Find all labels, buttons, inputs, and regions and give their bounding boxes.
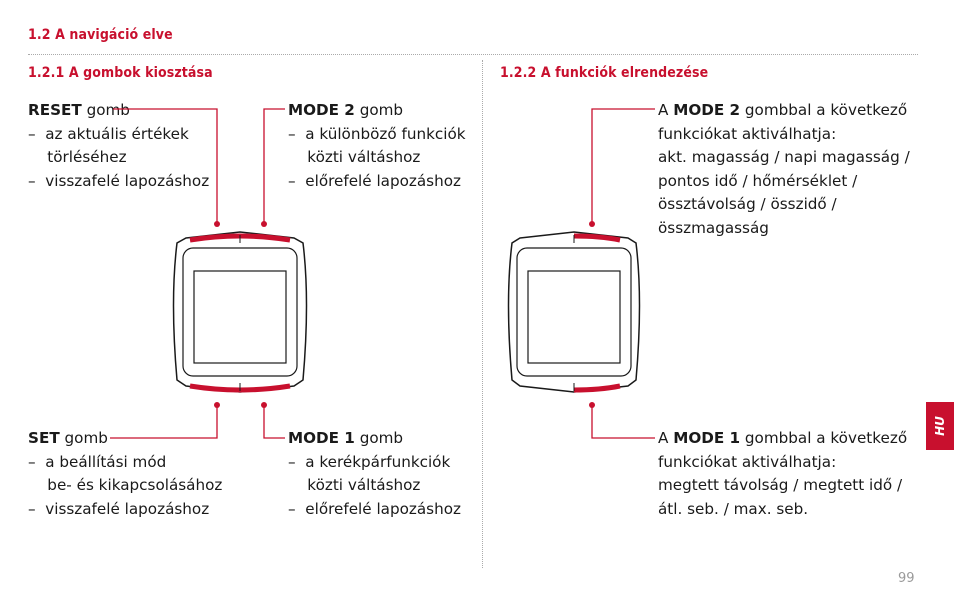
mode2-item: – a különböző funkciók <box>288 124 466 143</box>
right-top-button <box>573 233 621 243</box>
set-suffix: gomb <box>59 429 108 447</box>
right-mode2-line: funkciókat aktiválhatja: <box>658 124 837 143</box>
mode2-item: közti váltáshoz <box>288 148 421 166</box>
right-display <box>527 270 621 364</box>
mode1-block: MODE 1 gomb – a kerékpárfunkciók közti v… <box>288 427 461 521</box>
right-mode1-block: A MODE 1 gombbal a következő funkciókat … <box>658 427 907 521</box>
mode1-item: közti váltáshoz <box>288 476 421 494</box>
left-callout-lines <box>110 108 655 439</box>
right-mode2-line: akt. magasság / napi magasság / <box>658 148 910 166</box>
reset-label: RESET <box>28 101 82 119</box>
right-mode2-line: össztávolság / összidő / <box>658 195 837 213</box>
mode1-item: – előrefelé lapozáshoz <box>288 499 461 518</box>
right-mode1-label: MODE 1 <box>673 429 741 447</box>
page-number: 99 <box>898 571 915 586</box>
reset-item: törléséhez <box>28 148 127 166</box>
set-item: – visszafelé lapozáshoz <box>28 499 210 518</box>
right-mode1-suffix: gombbal a következő <box>740 429 908 447</box>
right-mode2-label: MODE 2 <box>673 101 741 119</box>
right-mode2-prefix: A <box>658 101 674 119</box>
language-tab-label: HU <box>933 416 947 436</box>
reset-item: – az aktuális értékek <box>28 124 189 143</box>
right-subtitle: 1.2.2 A funkciók elrendezése <box>500 65 709 81</box>
mode2-label: MODE 2 <box>288 101 355 119</box>
set-item: be- és kikapcsolásához <box>28 476 223 494</box>
right-mode1-prefix: A <box>658 429 674 447</box>
mode1-suffix: gomb <box>354 429 404 447</box>
callout-dots <box>214 221 595 408</box>
language-tab: HU <box>926 402 954 450</box>
right-mode2-line: összmagasság <box>658 218 769 237</box>
mode2-item: – előrefelé lapozáshoz <box>288 171 461 190</box>
right-mode2-suffix: gombbal a következő <box>740 101 908 119</box>
reset-suffix: gomb <box>81 101 130 119</box>
column-divider <box>482 60 483 568</box>
right-mode1-line: funkciókat aktiválhatja: <box>658 452 837 471</box>
mode2-block: MODE 2 gomb – a különböző funkciók közti… <box>288 99 466 193</box>
set-item: – a beállítási mód <box>28 452 167 471</box>
left-display <box>193 270 287 364</box>
mode2-suffix: gomb <box>354 101 404 119</box>
right-device <box>507 231 641 393</box>
right-mode2-block: A MODE 2 gombbal a következő funkciókat … <box>658 99 910 240</box>
right-bottom-button <box>573 383 621 393</box>
section-divider <box>28 54 918 55</box>
reset-item: – visszafelé lapozáshoz <box>28 171 210 190</box>
set-block: SET gomb – a beállítási mód be- és kikap… <box>28 427 222 521</box>
mode1-item: – a kerékpárfunkciók <box>288 452 451 471</box>
left-device <box>172 231 308 393</box>
left-subtitle: 1.2.1 A gombok kiosztása <box>28 65 213 81</box>
right-mode2-line: pontos idő / hőmérséklet / <box>658 171 858 190</box>
mode1-label: MODE 1 <box>288 429 355 447</box>
right-mode1-line: megtett távolság / megtett idő / <box>658 476 903 494</box>
reset-block: RESET gomb – az aktuális értékek törlésé… <box>28 99 209 193</box>
set-label: SET <box>28 429 60 447</box>
section-title: 1.2 A navigáció elve <box>28 27 173 43</box>
right-mode1-line: átl. seb. / max. seb. <box>658 499 809 518</box>
